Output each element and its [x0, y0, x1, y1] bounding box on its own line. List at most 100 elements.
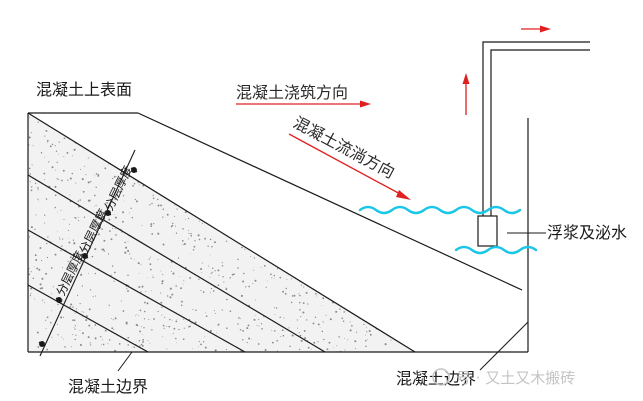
concrete-outline — [27, 112, 529, 353]
concrete-speckle — [40, 260, 43, 262]
concrete-speckle — [52, 286, 54, 288]
concrete-speckle — [268, 128, 270, 130]
concrete-speckle — [289, 345, 291, 348]
concrete-speckle — [46, 316, 49, 319]
concrete-speckle — [379, 302, 381, 305]
concrete-speckle — [366, 131, 368, 134]
concrete-speckle — [356, 331, 358, 333]
concrete-speckle — [340, 241, 342, 244]
concrete-speckle — [280, 257, 282, 259]
concrete-speckle — [134, 138, 137, 141]
concrete-speckle — [67, 237, 69, 239]
concrete-speckle — [343, 280, 345, 283]
concrete-speckle — [221, 265, 224, 267]
concrete-speckle — [140, 264, 142, 266]
concrete-speckle — [317, 118, 320, 120]
concrete-speckle — [35, 214, 37, 216]
concrete-speckle — [268, 134, 271, 137]
concrete-speckle — [286, 255, 289, 257]
concrete-speckle — [278, 200, 280, 202]
concrete-speckle — [291, 191, 292, 193]
concrete-speckle — [189, 253, 191, 255]
concrete-speckle — [276, 268, 279, 270]
concrete-speckle — [310, 238, 313, 240]
concrete-speckle — [201, 272, 203, 274]
concrete-speckle — [400, 263, 402, 264]
concrete-speckle — [265, 122, 268, 125]
concrete-speckle — [84, 248, 86, 250]
concrete-speckle — [349, 193, 351, 195]
concrete-speckle — [49, 118, 52, 121]
concrete-speckle — [296, 239, 299, 241]
concrete-speckle — [183, 242, 186, 246]
concrete-speckle — [63, 218, 65, 220]
concrete-speckle — [274, 330, 276, 332]
concrete-speckle — [75, 255, 78, 257]
concrete-speckle — [316, 208, 319, 211]
concrete-speckle — [391, 301, 394, 304]
concrete-speckle — [210, 273, 212, 275]
concrete-speckle — [88, 324, 91, 327]
concrete-speckle — [217, 225, 218, 226]
concrete-speckle — [273, 150, 275, 153]
concrete-speckle — [344, 188, 346, 190]
concrete-speckle — [357, 166, 359, 168]
concrete-speckle — [275, 307, 278, 309]
concrete-speckle — [298, 219, 301, 222]
concrete-speckle — [299, 242, 302, 244]
concrete-speckle — [210, 175, 212, 177]
concrete-speckle — [349, 183, 352, 186]
concrete-speckle — [413, 303, 415, 306]
concrete-speckle — [362, 253, 365, 256]
concrete-speckle — [205, 120, 208, 122]
concrete-speckle — [355, 288, 357, 290]
concrete-speckle — [111, 228, 114, 230]
concrete-speckle — [238, 316, 240, 319]
concrete-speckle — [166, 213, 169, 216]
concrete-speckle — [315, 188, 317, 190]
concrete-speckle — [340, 201, 342, 203]
concrete-speckle — [368, 301, 371, 304]
concrete-speckle — [397, 319, 398, 321]
concrete-speckle — [349, 216, 351, 219]
concrete-speckle — [191, 175, 193, 177]
concrete-speckle — [318, 201, 321, 203]
concrete-speckle — [346, 134, 349, 137]
concrete-speckle — [380, 123, 382, 125]
concrete-speckle — [387, 125, 390, 128]
concrete-speckle — [180, 300, 183, 303]
concrete-speckle — [54, 206, 57, 209]
concrete-speckle — [339, 229, 341, 231]
concrete-speckle — [168, 325, 171, 328]
concrete-speckle — [144, 134, 146, 136]
concrete-speckle — [336, 119, 338, 121]
concrete-speckle — [102, 213, 104, 215]
concrete-speckle — [127, 344, 129, 346]
concrete-speckle — [29, 295, 31, 297]
concrete-speckle — [84, 165, 86, 167]
concrete-speckle — [399, 273, 401, 276]
concrete-speckle — [245, 179, 248, 181]
concrete-speckle — [31, 164, 33, 166]
concrete-speckle — [264, 255, 267, 258]
concrete-speckle — [350, 135, 353, 138]
concrete-speckle — [57, 211, 58, 213]
concrete-speckle — [356, 211, 359, 214]
concrete-speckle — [285, 287, 287, 290]
concrete-speckle — [218, 198, 220, 200]
concrete-speckle — [148, 153, 150, 155]
concrete-speckle — [325, 209, 327, 211]
concrete-speckle — [174, 204, 176, 206]
concrete-speckle — [130, 207, 132, 210]
concrete-speckle — [129, 116, 131, 118]
concrete-speckle — [155, 186, 156, 188]
concrete-speckle — [95, 218, 97, 220]
concrete-speckle — [114, 216, 117, 219]
concrete-speckle — [201, 262, 203, 264]
concrete-speckle — [268, 240, 270, 242]
leader-lines — [117, 232, 546, 372]
concrete-speckle — [406, 274, 408, 276]
concrete-speckle — [356, 289, 358, 291]
concrete-speckle — [139, 330, 142, 333]
concrete-speckle — [246, 119, 248, 121]
